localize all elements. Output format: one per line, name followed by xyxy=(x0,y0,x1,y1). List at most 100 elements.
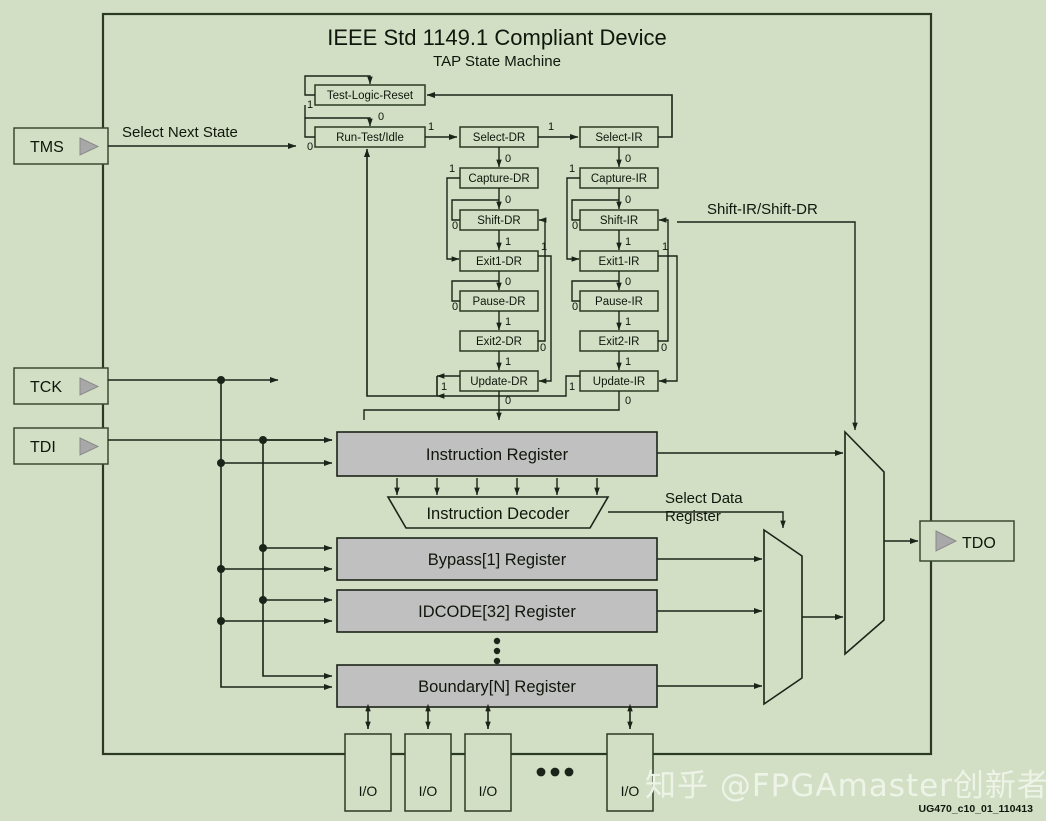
io-cell-label-3: I/O xyxy=(479,783,498,799)
register-box-idcode-register xyxy=(336,589,658,633)
register-label-boundary-register: Boundary[N] Register xyxy=(418,678,576,696)
state-label-exit2-ir: Exit2-IR xyxy=(599,336,640,348)
bit-cir-e1ir: 1 xyxy=(569,163,575,175)
bit-sdr-sir: 1 xyxy=(548,121,554,133)
buffer-triangle-icon-tck xyxy=(79,377,100,396)
decoder-label-instruction-decoder: Instruction Decoder xyxy=(426,505,570,523)
label-select-data-register-line2: Register xyxy=(665,508,721,525)
mux-shape-data-register xyxy=(763,528,803,706)
bit-shir-e1ir: 1 xyxy=(625,236,631,248)
bit-pir-self: 0 xyxy=(572,301,578,313)
register-label-bypass-register: Bypass[1] Register xyxy=(428,551,567,569)
wire-shdr-self xyxy=(451,199,499,221)
io-cell-box-3 xyxy=(464,733,512,812)
register-box-instruction-register xyxy=(336,431,658,477)
junction-dot-tck-ir xyxy=(217,459,225,467)
port-box-tdi[interactable] xyxy=(13,427,109,465)
label-select-next-state: Select Next State xyxy=(122,124,238,141)
register-box-bypass-register xyxy=(336,537,658,581)
bit-pdr-self: 0 xyxy=(452,301,458,313)
vertical-ellipsis-dot-1 xyxy=(493,637,501,645)
bit-e1dr-udr: 1 xyxy=(541,241,547,253)
state-label-run-test-idle: Run-Test/Idle xyxy=(336,132,404,144)
bit-cdr-shdr: 0 xyxy=(505,194,511,206)
state-label-select-dr: Select-DR xyxy=(473,132,525,144)
bit-e1ir-pir: 0 xyxy=(625,276,631,288)
bit-tlr-to-rti: 0 xyxy=(378,111,384,123)
state-label-test-logic-reset: Test-Logic-Reset xyxy=(327,90,414,102)
state-label-exit1-ir: Exit1-IR xyxy=(599,256,640,268)
bit-shdr-self: 0 xyxy=(452,220,458,232)
state-label-pause-ir: Pause-IR xyxy=(595,296,643,308)
junction-dot-tck-bypass xyxy=(217,565,225,573)
wire-uir-one-left xyxy=(436,375,580,399)
wire-tdi-bus xyxy=(262,440,333,680)
bit-e2dr-udr: 1 xyxy=(505,356,511,368)
bit-cir-shir: 0 xyxy=(625,194,631,206)
vertical-ellipsis-dot-2 xyxy=(493,647,501,655)
register-box-boundary-register xyxy=(336,664,658,708)
bit-pdr-e2dr: 1 xyxy=(505,316,511,328)
horizontal-ellipsis-dot-1 xyxy=(536,767,546,777)
bit-e2ir-shir: 0 xyxy=(661,342,667,354)
bit-e2dr-shdr: 0 xyxy=(540,342,546,354)
junction-dot-tdi-ir xyxy=(259,436,267,444)
junction-dot-tck-main xyxy=(217,376,225,384)
wire-cir-to-e1ir xyxy=(566,177,580,262)
wire-sir-to-tlr xyxy=(426,91,673,138)
bit-udr-zero: 0 xyxy=(505,395,511,407)
label-select-data-register-line1: Select Data xyxy=(665,490,743,507)
wire-cdr-to-e1dr xyxy=(446,177,460,262)
port-label-tdi: TDI xyxy=(30,439,56,456)
state-label-update-dr: Update-DR xyxy=(470,376,528,388)
bit-rti-to-sdr: 1 xyxy=(428,121,434,133)
port-label-tms: TMS xyxy=(30,139,64,156)
buffer-triangle-icon-tdo xyxy=(935,530,958,552)
wire-select-data-register-control xyxy=(608,511,786,529)
wire-e2ir-to-shir xyxy=(658,217,669,342)
horizontal-ellipsis-dot-3 xyxy=(564,767,574,777)
buffer-triangle-icon-tdi xyxy=(79,437,100,456)
mux-shape-tdo-output xyxy=(844,430,885,656)
bit-shdr-e1dr: 1 xyxy=(505,236,511,248)
page-title: IEEE Std 1149.1 Compliant Device xyxy=(327,25,667,50)
bit-uir-one: 1 xyxy=(569,381,575,393)
junction-dot-tck-idcode xyxy=(217,617,225,625)
wire-uir-zero-down xyxy=(363,391,620,420)
buffer-triangle-icon-tms xyxy=(79,137,100,156)
bit-shir-self: 0 xyxy=(572,220,578,232)
bit-udr-one: 1 xyxy=(441,381,447,393)
bit-sdr-cdr: 0 xyxy=(505,153,511,165)
register-label-idcode-register: IDCODE[32] Register xyxy=(418,603,576,621)
horizontal-ellipsis-dot-2 xyxy=(550,767,560,777)
bit-cdr-e1dr: 1 xyxy=(449,163,455,175)
vertical-ellipsis-dot-3 xyxy=(493,657,501,665)
junction-dot-tdi-bypass xyxy=(259,544,267,552)
io-cell-box-4 xyxy=(606,733,654,812)
bit-e1ir-uir: 1 xyxy=(662,241,668,253)
bit-tlr-self: 1 xyxy=(307,99,313,111)
bit-e1dr-pdr: 0 xyxy=(505,276,511,288)
wire-pir-self xyxy=(571,280,619,302)
wire-shir-self xyxy=(571,199,619,221)
bit-e2ir-uir: 1 xyxy=(625,356,631,368)
decoder-shape-instruction-decoder xyxy=(386,496,610,529)
bit-uir-zero: 0 xyxy=(625,395,631,407)
io-cell-box-1 xyxy=(344,733,392,812)
state-label-shift-ir: Shift-IR xyxy=(600,215,638,227)
state-label-shift-dr: Shift-DR xyxy=(477,215,520,227)
register-label-instruction-register: Instruction Register xyxy=(426,446,569,464)
state-label-exit2-dr: Exit2-DR xyxy=(476,336,522,348)
state-label-capture-dr: Capture-DR xyxy=(468,173,529,185)
state-label-pause-dr: Pause-DR xyxy=(472,296,525,308)
wire-pdr-self xyxy=(451,280,499,302)
wire-return-to-rti xyxy=(363,148,438,397)
io-cell-box-2 xyxy=(404,733,452,812)
state-label-exit1-dr: Exit1-DR xyxy=(476,256,522,268)
bit-sir-cir: 0 xyxy=(625,153,631,165)
bit-pir-e2ir: 1 xyxy=(625,316,631,328)
io-cell-label-2: I/O xyxy=(419,783,438,799)
wire-rti-self-loop xyxy=(304,118,315,138)
